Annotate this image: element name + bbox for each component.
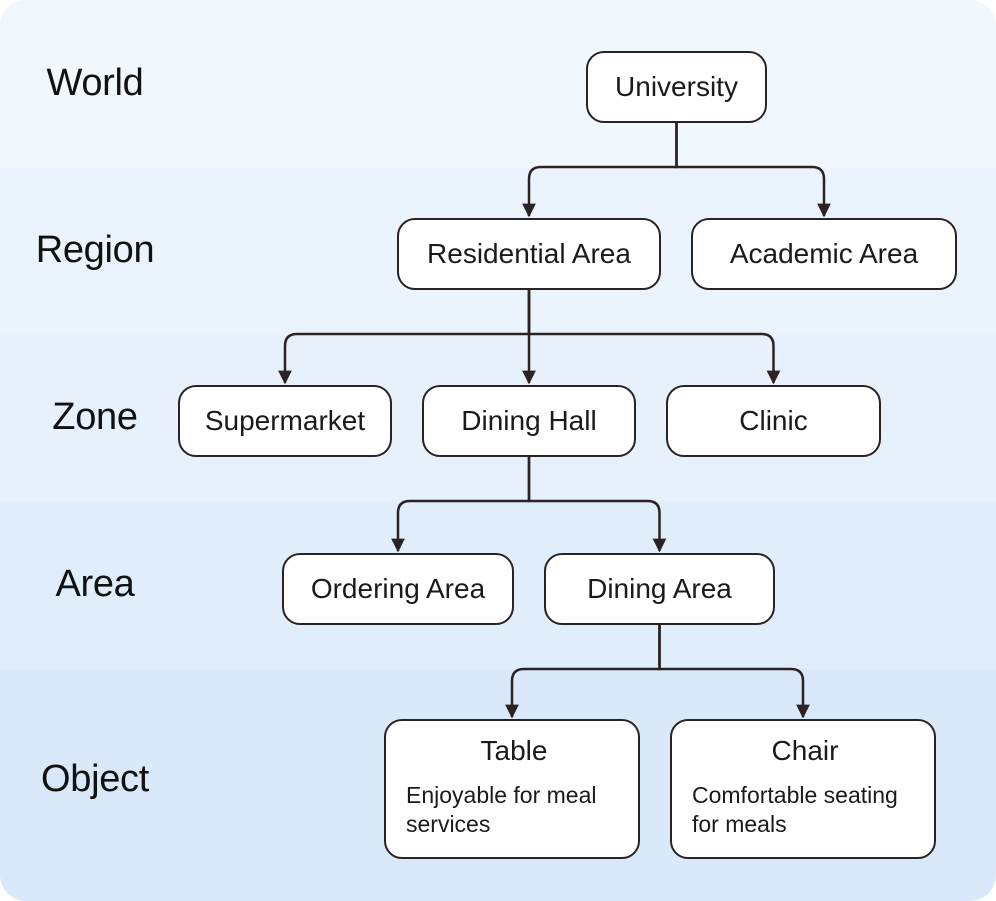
node-residential-area[interactable]: Residential Area bbox=[397, 218, 661, 290]
edge-university-to-residential-area bbox=[522, 123, 678, 218]
level-label-zone: Zone bbox=[52, 396, 138, 438]
edge-dining-area-to-table bbox=[505, 625, 661, 719]
node-table-description: Enjoyable for meal services bbox=[406, 782, 597, 837]
node-table[interactable]: Table Enjoyable for meal services bbox=[384, 719, 640, 859]
node-chair-title: Chair bbox=[771, 735, 839, 766]
edge-dining-area-to-chair bbox=[658, 625, 810, 719]
level-label-object: Object bbox=[40, 758, 150, 800]
node-chair-description: Comfortable seating for meals bbox=[692, 782, 898, 837]
band-world bbox=[0, 0, 996, 168]
edge-residential-area-to-clinic bbox=[527, 290, 781, 385]
node-dining-area[interactable]: Dining Area bbox=[544, 553, 775, 625]
edge-dining-hall-to-ordering-area bbox=[391, 457, 531, 553]
level-label-area: Area bbox=[55, 563, 135, 605]
node-university[interactable]: University bbox=[586, 51, 767, 123]
node-dining-hall[interactable]: Dining Hall bbox=[422, 385, 636, 457]
level-label-region: Region bbox=[35, 229, 155, 271]
node-ordering-area[interactable]: Ordering Area bbox=[282, 553, 514, 625]
node-clinic[interactable]: Clinic bbox=[666, 385, 881, 457]
node-chair[interactable]: Chair Comfortable seating for meals bbox=[670, 719, 936, 859]
edge-university-to-academic-area bbox=[675, 123, 831, 218]
level-label-world: World bbox=[46, 62, 144, 104]
node-table-title: Table bbox=[480, 735, 548, 766]
edge-residential-area-to-supermarket bbox=[278, 290, 531, 385]
node-supermarket[interactable]: Supermarket bbox=[178, 385, 392, 457]
edge-dining-hall-to-dining-area bbox=[527, 457, 667, 553]
node-academic-area[interactable]: Academic Area bbox=[691, 218, 957, 290]
